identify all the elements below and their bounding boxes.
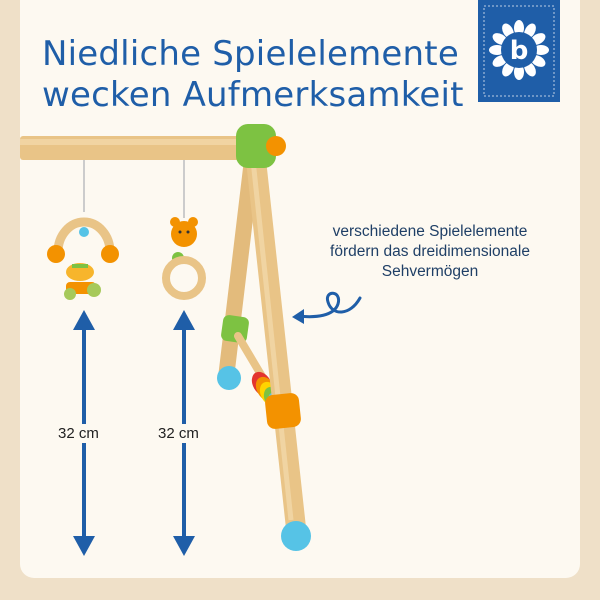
headline-line-2: wecken Aufmerksamkeit	[42, 75, 464, 115]
front-leg-orange-connector	[265, 393, 301, 429]
headline-line-1: Niedliche Spielelemente	[42, 34, 459, 74]
brand-badge: b	[478, 0, 560, 102]
back-leg-aqua-ball	[217, 366, 241, 390]
headline: Niedliche Spielelemente wecken Aufmerksa…	[42, 34, 464, 116]
hanging-toy-ring-rattle	[47, 160, 119, 300]
dimension-label-left: 32 cm	[56, 424, 101, 443]
top-joint	[236, 124, 286, 168]
hanging-toy-bear-ring	[162, 160, 206, 300]
callout-arrow	[292, 291, 362, 324]
brand-letter: b	[510, 36, 529, 66]
front-leg	[246, 150, 311, 551]
back-leg-green-connector	[221, 315, 249, 343]
brand-flower-icon: b	[483, 5, 555, 97]
callout-line-1: verschiedene Spielelemente	[332, 223, 528, 240]
dimension-label-right: 32 cm	[156, 424, 201, 443]
callout-line-3: Sehvermögen	[381, 263, 479, 280]
callout-text: verschiedene Spielelemente fördern das d…	[300, 222, 560, 282]
front-leg-aqua-ball	[281, 521, 311, 551]
callout-line-2: fördern das dreidimensionale	[330, 243, 530, 260]
